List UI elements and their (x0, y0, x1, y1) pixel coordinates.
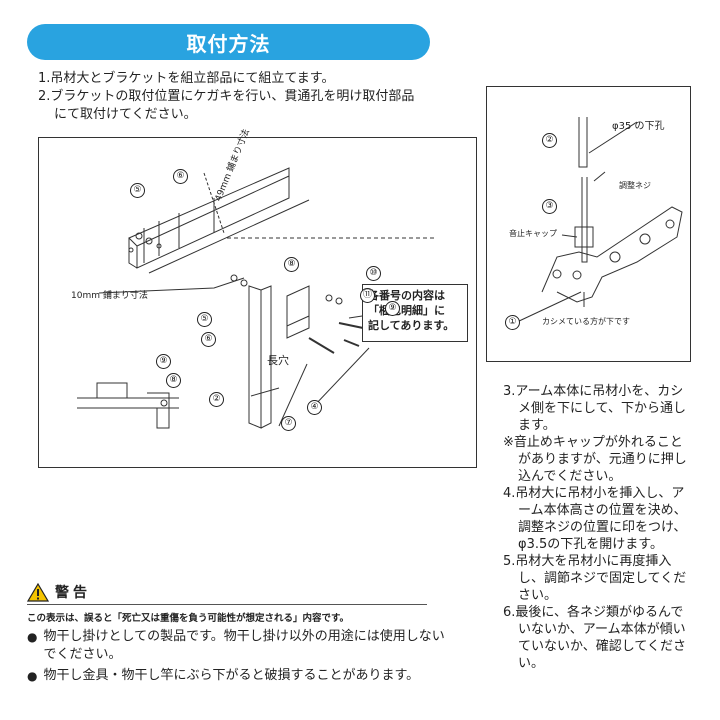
part-num: ② (209, 392, 224, 407)
step-5: 5.吊材大を吊材小に再度挿入し、調節ネジで固定してください。 (503, 554, 687, 603)
part-num: ① (505, 315, 520, 330)
part-num: ④ (307, 400, 322, 415)
step-3: 3.アーム本体に吊材小を、カシメ側を下にして、下から通します。 (503, 384, 686, 433)
hole-label: φ35 の下孔 (612, 121, 665, 132)
steps-right: 3.アーム本体に吊材小を、カシメ側を下にして、下から通します。 ※音止めキャップ… (503, 383, 693, 672)
intro-steps: 1.吊材大とブラケットを組立部品にて組立てます。 2.ブラケットの取付位置にケガ… (38, 70, 458, 124)
step-note: ※音止めキャップが外れることがありますが、元通りに押し込んでください。 (503, 435, 687, 484)
intro-step-2-cont: にて取付けてください。 (54, 107, 197, 122)
part-num: ⑤ (197, 312, 212, 327)
part-num: ⑪ (360, 288, 375, 303)
bullet-icon: ● (27, 630, 38, 644)
part-num: ⑧ (166, 373, 181, 388)
intro-step-2: 2.ブラケットの取付位置にケガキを行い、貫通孔を明け取付部品 (38, 89, 415, 104)
step-6: 6.最後に、各ネジ類がゆるんでいないか、アーム本体が傾いていないか、確認してくだ… (503, 605, 686, 671)
part-num: ⑩ (366, 266, 381, 281)
package-note: 各番号の内容は 「梱包明細」に 記してあります。 (362, 284, 468, 342)
part-num: ⑥ (173, 169, 188, 184)
assembly-drawing (77, 167, 434, 429)
part-num: ⑦ (281, 416, 296, 431)
step-4: 4.吊材大に吊材小を挿入し、アーム本体高さの位置を決め、調整ネジの位置に印をつけ… (503, 486, 687, 552)
part-num: ⑧ (284, 257, 299, 272)
warning-icon (27, 582, 49, 602)
part-num: ⑨ (156, 354, 171, 369)
title-banner: 取付方法 (27, 24, 430, 60)
list-item: ● 物干し掛けとしての製品です。物干し掛け以外の用途には使用しないでください。 (27, 629, 445, 662)
bottom-label: カシメている方が下です (542, 317, 630, 326)
assembly-diagram: 各番号の内容は 「梱包明細」に 記してあります。 49mm 鋪まり寸法 10mm… (38, 128, 477, 468)
part-num: ③ (542, 199, 557, 214)
warning-list: ● 物干し掛けとしての製品です。物干し掛け以外の用途には使用しないでください。 … (27, 628, 447, 688)
page-title: 取付方法 (186, 31, 271, 56)
arm-drawing (516, 117, 683, 323)
bullet-icon: ● (27, 669, 38, 683)
dim-10-label: 10mm 鋪まり寸法 (71, 291, 148, 301)
slot-label: 長穴 (267, 354, 289, 367)
part-num: ⑨ (385, 301, 400, 316)
screw-label: 調整ネジ (619, 181, 651, 190)
arm-diagram: φ35 の下孔 調整ネジ 音止キャップ カシメている方が下です ② ③ ① (486, 86, 691, 362)
warning-title: 警告 (55, 585, 91, 601)
part-num: ② (542, 133, 557, 148)
part-num: ⑥ (201, 332, 216, 347)
cap-label: 音止キャップ (509, 229, 557, 238)
warning-divider (27, 604, 427, 605)
warning-header: 警告 (27, 582, 91, 602)
list-item: ● 物干し金具・物干し竿にぶら下がると破損することがあります。 (27, 668, 420, 683)
part-num: ⑤ (130, 183, 145, 198)
intro-step-1: 1.吊材大とブラケットを組立部品にて組立てます。 (38, 71, 335, 86)
warning-subtitle: この表示は、誤ると「死亡又は重傷を負う可能性が想定される」内容です。 (27, 613, 350, 624)
